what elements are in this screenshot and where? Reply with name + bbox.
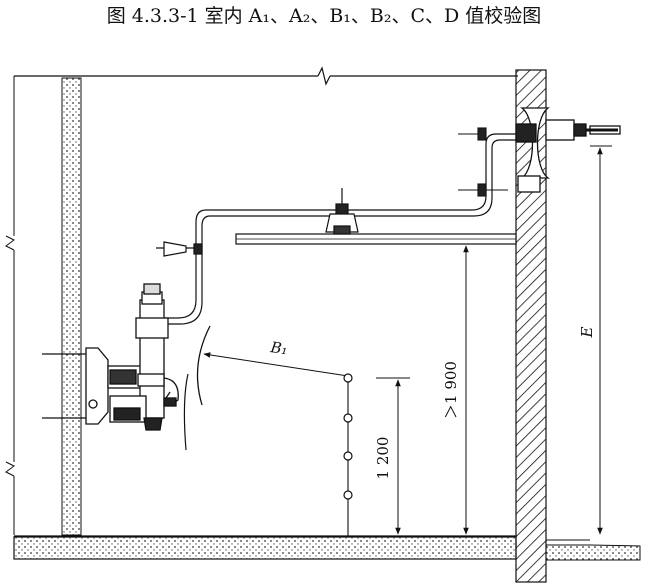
beam <box>235 233 517 245</box>
ceiling-fixture <box>325 188 359 235</box>
dimension-1200 <box>376 377 410 535</box>
dimension-e <box>590 145 612 535</box>
floor-slab <box>13 536 641 561</box>
wall-apparatus <box>42 283 179 431</box>
b1-leader <box>203 352 349 377</box>
b1-label: B₁ <box>268 338 288 358</box>
marker-post <box>343 373 353 536</box>
left-break-lines <box>5 76 15 535</box>
dim-1200-label: 1 200 <box>374 437 392 480</box>
side-nozzle <box>156 241 203 257</box>
upper-valve <box>458 127 487 197</box>
dim-1900-label: ＞1 900 <box>442 361 460 419</box>
dim-e-label: E <box>578 326 596 338</box>
wall-flange <box>515 107 621 193</box>
ceiling-line <box>14 66 518 86</box>
right-wall <box>515 69 547 583</box>
figure-title: 图 4.3.3-1 室内 A₁、A₂、B₁、B₂、C、D 值校验图 <box>107 5 542 27</box>
swing-arc <box>183 325 211 451</box>
left-column <box>61 77 82 536</box>
